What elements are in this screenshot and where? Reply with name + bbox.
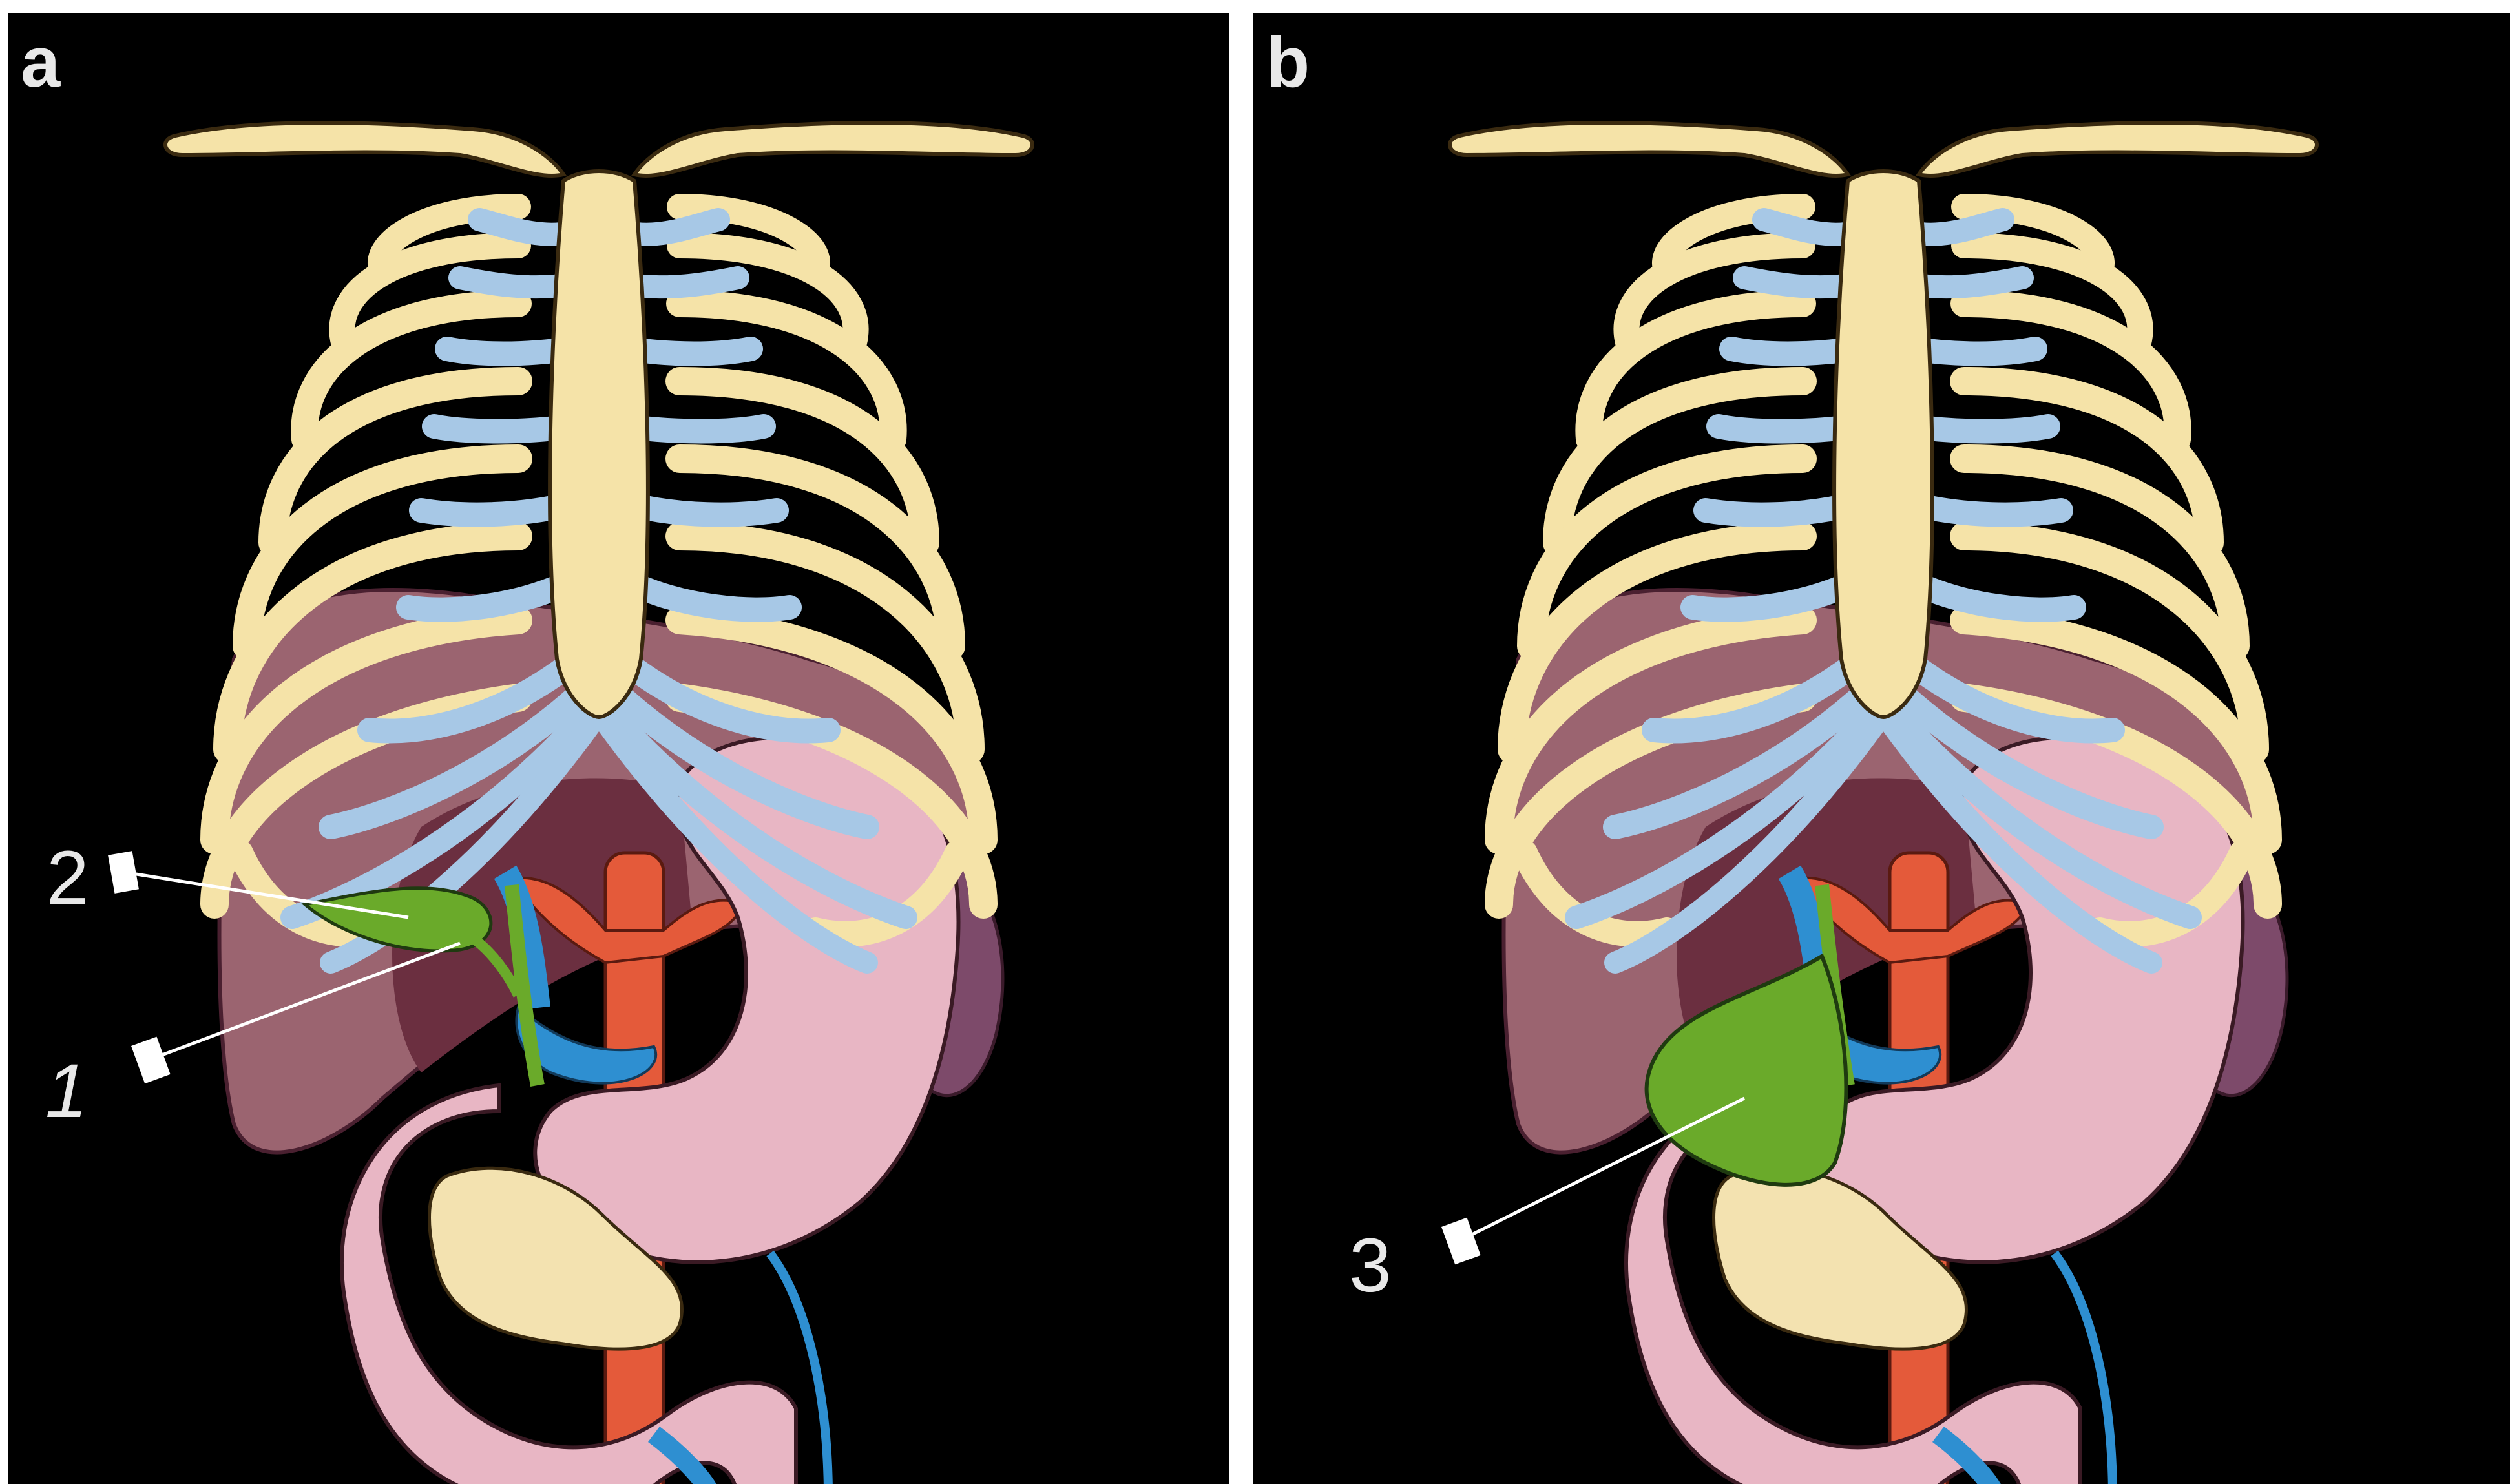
callout-marker-3 [1441, 1218, 1481, 1265]
panel-a: a 1 2 [8, 13, 1229, 1484]
callout-marker-1 [131, 1037, 171, 1084]
callout-label-1: 1 [45, 1053, 88, 1129]
panel-b: b 3 [1253, 13, 2510, 1484]
anatomy-illustration-a [8, 13, 1229, 1484]
panel-divider [1229, 0, 1253, 1484]
panel-label-b: b [1266, 27, 1310, 98]
callout-marker-2 [108, 851, 139, 894]
callout-label-2: 2 [47, 840, 89, 916]
anatomy-illustration-b [1253, 13, 2510, 1484]
callout-label-3: 3 [1349, 1228, 1392, 1304]
panel-label-a: a [21, 27, 60, 98]
